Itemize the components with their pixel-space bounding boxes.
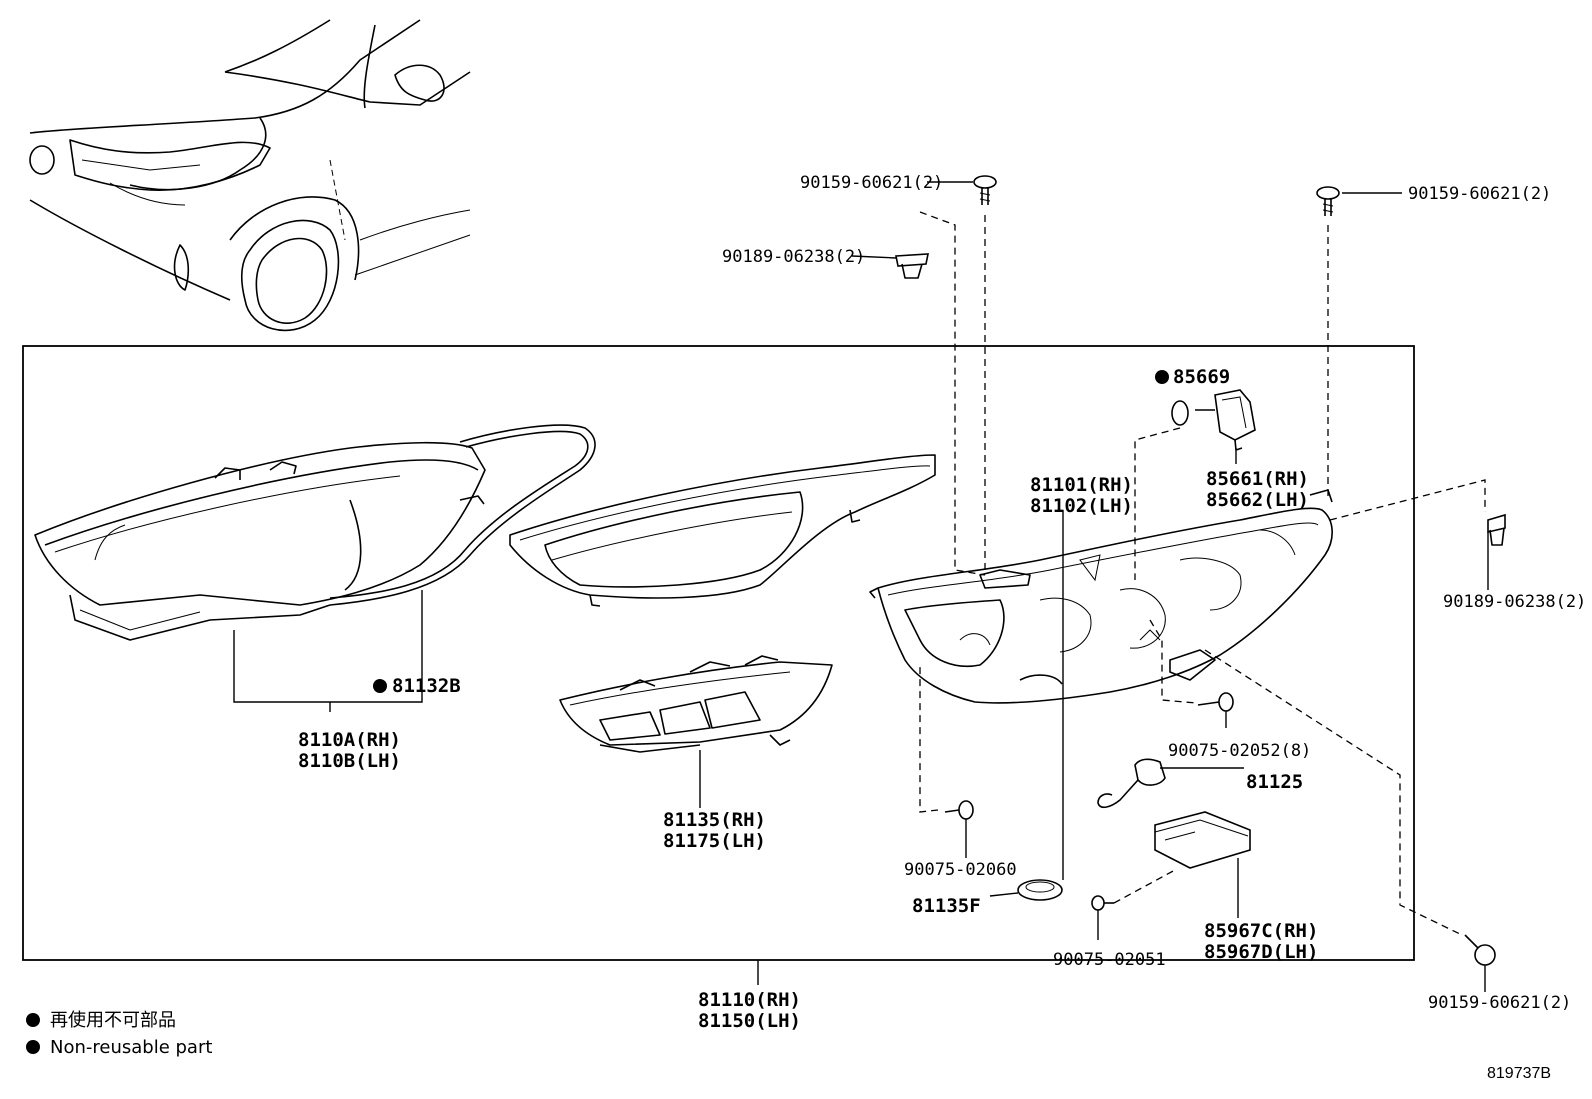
screw-top-left-icon (973, 175, 997, 205)
label-85661: 85661(RH) (1206, 468, 1309, 490)
clip-top-left-icon (895, 253, 929, 279)
label-90189-left: 90189-06238(2) (722, 247, 865, 267)
label-8110a: 8110A(RH) (298, 729, 401, 751)
screw-bottom-right-icon (1464, 934, 1496, 966)
headlamp-bezel-illustration (509, 454, 936, 607)
control-module-illustration (1154, 811, 1251, 869)
label-90159-top-right: 90159-60621(2) (1408, 184, 1551, 204)
car-overview-illustration (29, 19, 471, 332)
label-90075-02060: 90075-02060 (904, 860, 1017, 880)
grommet-illustration (1017, 879, 1063, 901)
diagram-reference-number: 819737B (1487, 1065, 1551, 1082)
leveling-actuator-illustration (1171, 389, 1256, 451)
legend-text-jp: 再使用不可部品 (50, 1010, 176, 1031)
label-90189-right: 90189-06238(2) (1443, 592, 1586, 612)
label-81110: 81110(RH) (698, 989, 801, 1011)
screw-top-right-icon (1316, 186, 1340, 216)
label-81132b: 81132B (392, 675, 461, 697)
non-reusable-mark-81132b (373, 679, 387, 693)
label-81175: 81175(LH) (663, 830, 766, 852)
leader-lines (233, 181, 1489, 992)
label-8110b: 8110B(LH) (298, 750, 401, 772)
headlamp-housing-illustration (869, 489, 1333, 704)
non-reusable-mark-85669 (1155, 370, 1169, 384)
headlamp-lens-illustration (34, 424, 596, 641)
label-81101: 81101(RH) (1030, 474, 1133, 496)
screw-02051-icon (1091, 895, 1114, 911)
label-81135: 81135(RH) (663, 809, 766, 831)
label-81102: 81102(LH) (1030, 495, 1133, 517)
label-85967d: 85967D(LH) (1204, 941, 1318, 963)
clip-right-icon (1487, 513, 1506, 546)
legend-bullet-en (26, 1040, 40, 1054)
screw-02060-icon (944, 800, 974, 820)
label-90075-02052: 90075-02052(8) (1168, 741, 1311, 761)
label-85662: 85662(LH) (1206, 489, 1309, 511)
label-81125: 81125 (1246, 771, 1303, 793)
bulb-socket-illustration (1097, 758, 1182, 809)
legend-bullet-jp (26, 1013, 40, 1027)
legend-text-en: Non-reusable part (50, 1037, 212, 1058)
lamp-unit-illustration (559, 655, 833, 753)
legend: 再使用不可部品 Non-reusable part (26, 1010, 212, 1058)
assembly-boundary-frame (22, 345, 1415, 961)
label-85967c: 85967C(RH) (1204, 920, 1318, 942)
label-81150: 81150(LH) (698, 1010, 801, 1032)
label-90159-top-left: 90159-60621(2) (800, 173, 943, 193)
screw-02052-icon (1197, 692, 1234, 712)
assembly-dashed-lines (919, 211, 1486, 936)
label-90075-02051: 90075-02051 (1053, 950, 1166, 970)
label-90159-bottom-right: 90159-60621(2) (1428, 993, 1571, 1013)
label-85669: 85669 (1173, 366, 1230, 388)
label-81135f: 81135F (912, 895, 981, 917)
